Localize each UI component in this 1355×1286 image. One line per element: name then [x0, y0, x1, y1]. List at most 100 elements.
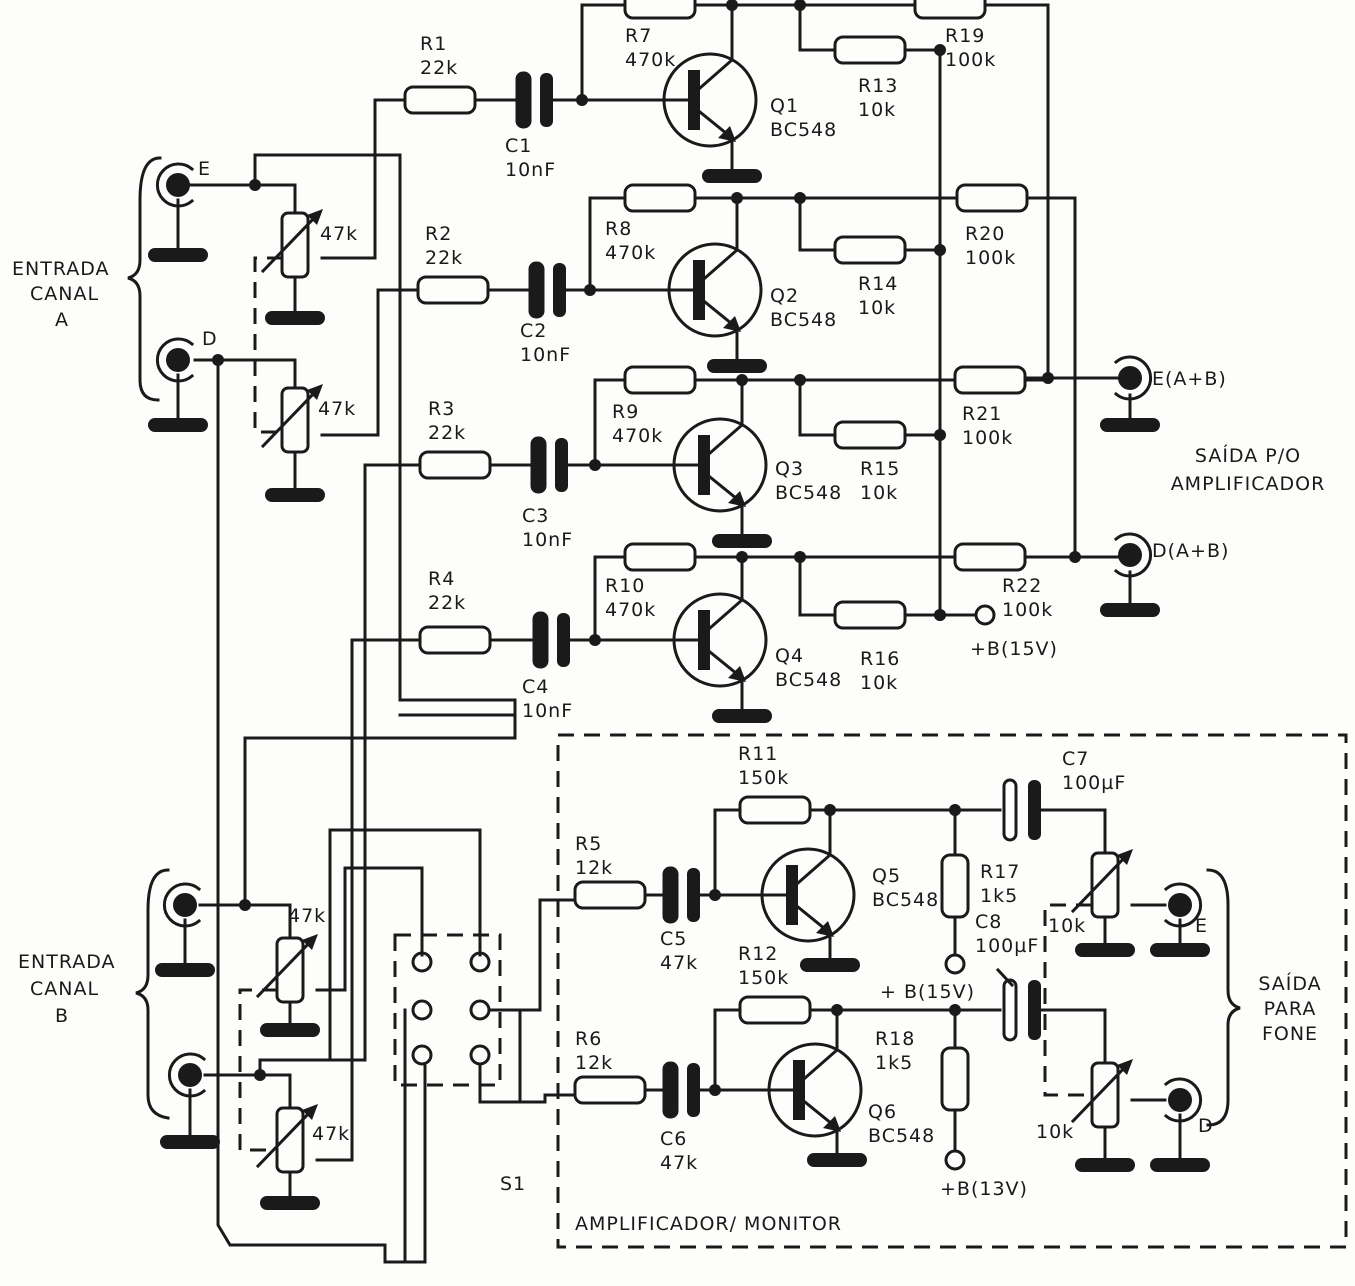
junction-dot: [736, 551, 748, 563]
emitter-arrow-icon: [718, 126, 736, 142]
transistor-q2: [665, 240, 763, 338]
q4-label: Q4: [775, 645, 804, 667]
c2-value: 10nF: [520, 344, 571, 366]
q5-label: Q5: [872, 865, 901, 887]
jack-center: [1118, 366, 1142, 390]
r7-value: 470k: [625, 49, 676, 71]
resistor-r13: [833, 35, 907, 65]
r2-value: 22k: [425, 247, 463, 269]
emitter-arrow-icon: [728, 666, 746, 682]
wire: [798, 555, 837, 617]
wire: [373, 1243, 407, 1264]
r6-label: R6: [575, 1028, 602, 1050]
resistor-body: [953, 365, 1027, 395]
r3-label: R3: [428, 398, 455, 420]
jack-connector: [1163, 882, 1203, 928]
potentiometer-arrow: [1070, 852, 1130, 914]
junction-dot: [589, 459, 601, 471]
resistor-r15: [833, 420, 907, 450]
ground-symbol: [800, 958, 860, 972]
potentiometer-body: [1090, 1061, 1120, 1129]
wire: [593, 378, 627, 467]
c8-label: C8: [975, 911, 1002, 933]
output-d-label: D(A+B): [1152, 540, 1229, 562]
ground-symbol: [1100, 603, 1160, 617]
resistor-r8: [623, 183, 697, 213]
resistor-body: [833, 600, 907, 630]
resistor-body: [833, 235, 907, 265]
junction-dot: [726, 0, 738, 11]
ground-symbol: [265, 488, 325, 502]
jack-center: [1118, 543, 1142, 567]
wire: [588, 196, 627, 292]
c6-value: 47k: [660, 1152, 698, 1174]
resistor-body: [418, 625, 492, 655]
wire: [320, 288, 420, 437]
r14-label: R14: [858, 273, 898, 295]
ground-symbol: [1100, 418, 1160, 432]
switch-contact: [411, 951, 433, 973]
junction-dot: [1069, 551, 1081, 563]
resistor-r22: [953, 542, 1027, 572]
jack-center: [1168, 1088, 1192, 1112]
resistor-body: [738, 795, 812, 825]
resistor-body: [913, 0, 987, 20]
transistor-collector: [707, 590, 744, 631]
junction-dot: [589, 634, 601, 646]
c3-label: C3: [522, 505, 549, 527]
wire: [198, 903, 292, 940]
wire: [713, 1008, 742, 1092]
ground-symbol: [260, 1196, 320, 1210]
jack-connector: [167, 1052, 207, 1098]
dashed-link: [238, 988, 278, 1152]
phone-d-label: D: [1198, 1115, 1214, 1137]
r19-value: 100k: [945, 49, 996, 71]
r5-value: 12k: [575, 857, 613, 879]
c7-value: 100µF: [1062, 772, 1126, 794]
junction-dot: [794, 374, 806, 386]
resistor-body: [573, 880, 647, 910]
resistor-body: [623, 365, 697, 395]
jack-ring: [1163, 1077, 1203, 1123]
ground-symbol: [1150, 943, 1210, 957]
wire: [1038, 1008, 1107, 1065]
capacitor-plate: [540, 73, 553, 127]
r2-label: R2: [425, 223, 452, 245]
switch-s1[interactable]: [393, 933, 502, 1087]
monitor-box-label: AMPLIFICADOR/ MONITOR: [575, 1213, 842, 1235]
capacitor-c1: [515, 71, 553, 129]
r5-label: R5: [575, 833, 602, 855]
r16-value: 10k: [860, 672, 898, 694]
switch-outline: [393, 933, 502, 1087]
resistor-body: [623, 542, 697, 572]
brace-input-b: [135, 868, 170, 1120]
r20-value: 100k: [965, 247, 1016, 269]
arrow-head-icon: [302, 1104, 318, 1120]
wire: [1038, 808, 1107, 855]
ground-symbol: [260, 1023, 320, 1037]
transistor-q4: [670, 590, 768, 688]
capacitor-c5: [662, 866, 700, 924]
junction-dot: [794, 192, 806, 204]
jack-center: [178, 1063, 202, 1087]
q2-label: Q2: [770, 285, 799, 307]
transistor-q3: [670, 415, 768, 513]
transistor-base-bar: [688, 70, 700, 130]
capacitor-c6: [662, 1061, 700, 1119]
emitter-arrow-icon: [728, 491, 746, 507]
emitter-arrow-icon: [823, 1116, 841, 1132]
junction-dot: [709, 1084, 721, 1096]
r15-value: 10k: [860, 482, 898, 504]
transistor-q5: [758, 845, 856, 943]
ground-symbol: [1150, 1158, 1210, 1172]
capacitor-plate: [1028, 980, 1041, 1040]
supply-label: +B(15V): [970, 638, 1058, 660]
emitter-arrow-icon: [723, 316, 741, 332]
potentiometer-arrow: [1070, 1062, 1130, 1124]
junction-dot: [709, 889, 721, 901]
potentiometer-value: 47k: [312, 1123, 350, 1145]
wire: [203, 1073, 292, 1110]
capacitor-plate: [530, 436, 547, 494]
input-a-line1: ENTRADA: [12, 258, 110, 280]
